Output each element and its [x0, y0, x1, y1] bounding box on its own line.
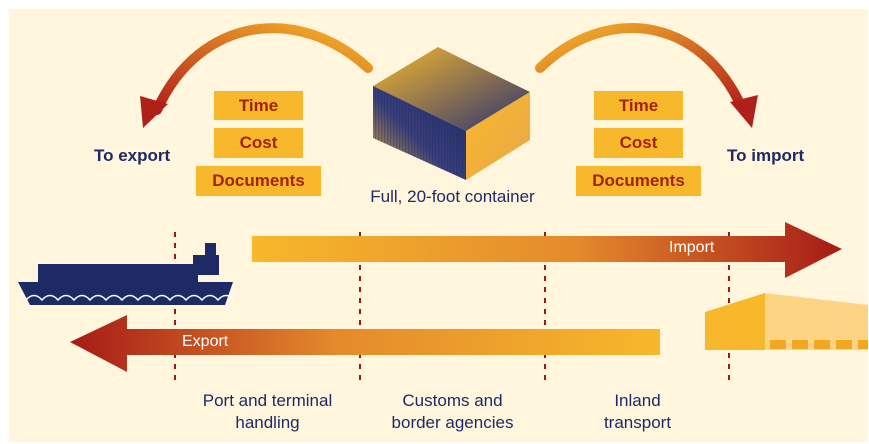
stage-inland-transport-line2: transport: [603, 413, 672, 432]
stage-customs: Customs and border agencies: [370, 390, 535, 434]
left-time-box: Time: [214, 91, 303, 120]
right-documents-box: Documents: [576, 166, 701, 196]
right-curved-arrow: [535, 23, 758, 128]
stage-customs-line1: Customs and: [402, 391, 503, 410]
export-arrow: [70, 315, 660, 372]
left-documents-label: Documents: [212, 171, 305, 190]
left-cost-box: Cost: [214, 128, 303, 158]
right-cost-box: Cost: [594, 128, 683, 158]
container-caption: Full, 20-foot container: [370, 187, 535, 206]
left-time-label: Time: [238, 95, 279, 115]
import-label: Import: [669, 239, 715, 256]
stage-inland-transport-line1: Inland: [614, 391, 661, 410]
stage-customs-line2: border agencies: [391, 413, 514, 432]
stage-inland-transport: Inland transport: [555, 390, 720, 434]
right-cost-label: Cost: [619, 133, 658, 152]
left-curved-arrow: [140, 23, 373, 128]
container-icon: [373, 47, 530, 180]
right-time-label: Time: [618, 95, 659, 115]
stage-port-terminal: Port and terminal handling: [185, 390, 350, 434]
stage-port-terminal-line1: Port and terminal: [202, 391, 333, 410]
import-arrow: [252, 222, 842, 278]
left-documents-box: Documents: [196, 166, 321, 196]
stage-port-terminal-line2: handling: [235, 413, 300, 432]
warehouse-icon: [705, 293, 868, 350]
left-cost-label: Cost: [239, 133, 278, 152]
export-label: Export: [182, 333, 229, 350]
right-time-box: Time: [594, 91, 683, 120]
to-export-label: To export: [94, 146, 171, 165]
right-documents-label: Documents: [592, 171, 685, 190]
to-import-label: To import: [727, 146, 805, 165]
ship-icon: [18, 243, 235, 305]
